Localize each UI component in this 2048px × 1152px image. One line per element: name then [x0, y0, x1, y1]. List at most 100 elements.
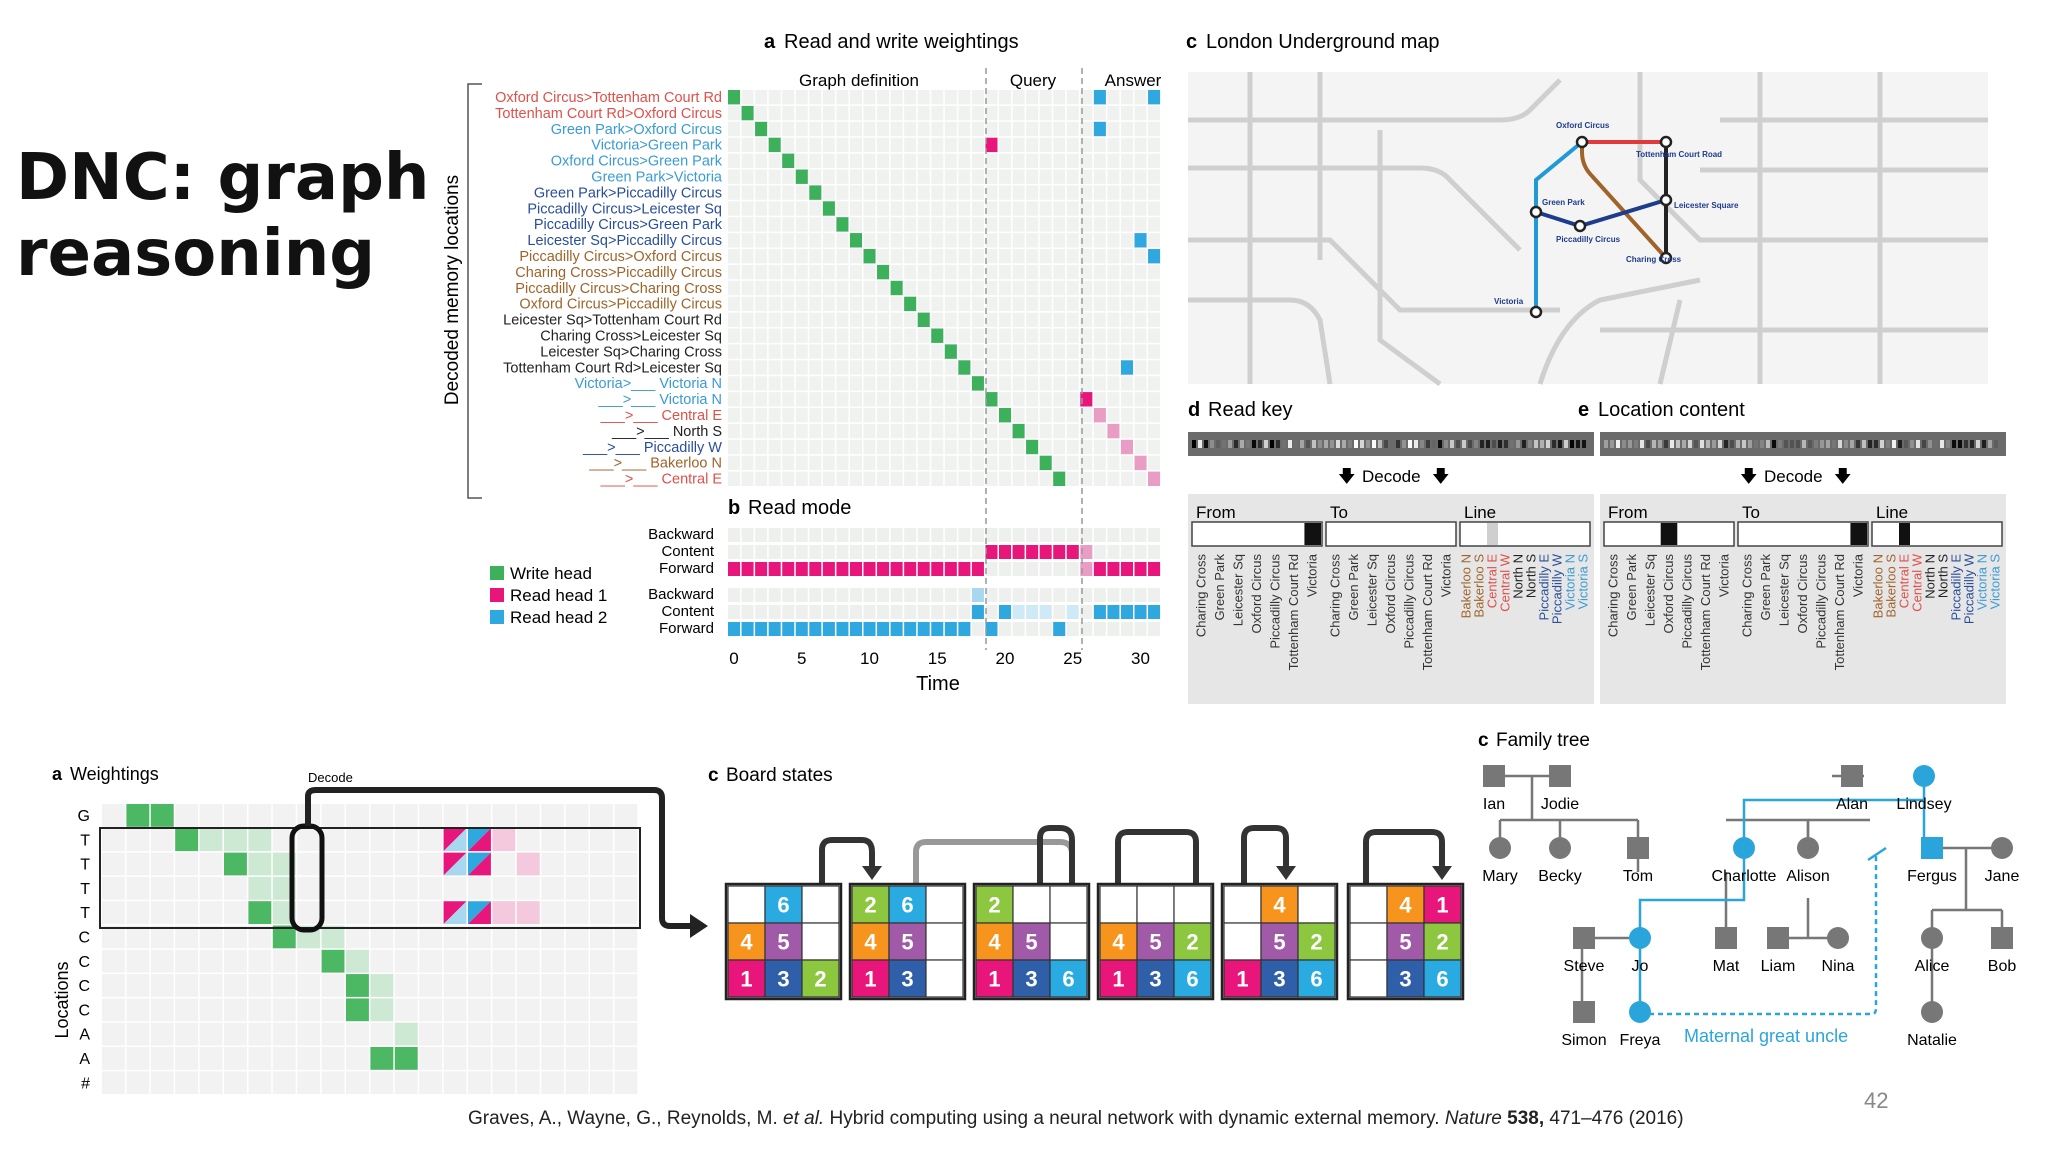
grid-cell: [890, 360, 903, 375]
grid-cell: [877, 185, 890, 200]
weight-cell: [272, 998, 296, 1022]
mode-label-backward-1: Backward: [648, 526, 714, 543]
row-label: Tottenham Court Rd>Leicester Sq: [503, 360, 722, 376]
decode-option-label: Charing Cross: [1327, 554, 1342, 638]
vector-cell: [1234, 440, 1238, 448]
person-node-female: [1549, 837, 1571, 859]
grid-cell: [863, 360, 876, 375]
vector-cell: [1216, 440, 1220, 448]
weight-cell: [272, 949, 296, 973]
grid-cell: [782, 344, 795, 359]
grid-cell: [728, 249, 741, 264]
weight-cell: [126, 998, 150, 1022]
vector-cell: [1970, 440, 1974, 448]
vector-cell: [1682, 440, 1686, 448]
board-tile: [925, 922, 964, 961]
grid-cell: [1066, 121, 1079, 137]
weight-cell: [565, 828, 589, 852]
grid-cell: [1012, 201, 1025, 216]
grid-cell: [877, 105, 890, 121]
read-mode-cell: [863, 528, 876, 542]
grid-cell: [768, 201, 781, 216]
board-tile-number: 2: [864, 893, 876, 918]
grid-cell: [1148, 312, 1161, 327]
row-label: Piccadilly Circus>Charing Cross: [515, 281, 722, 297]
write-head-cell: [890, 280, 903, 296]
read-mode-cell: [1080, 545, 1093, 559]
grid-cell: [755, 169, 768, 184]
grid-cell: [836, 105, 849, 121]
grid-cell: [795, 296, 808, 312]
grid-cell: [1039, 201, 1052, 216]
grid-cell: [1012, 185, 1025, 200]
location-letter: T: [80, 881, 90, 898]
weight-cell: [590, 1047, 613, 1070]
grid-cell: [1107, 408, 1120, 423]
write-head-cell: [1012, 423, 1025, 439]
grid-cell: [1120, 376, 1133, 391]
grid-cell: [755, 264, 768, 280]
weight-cell: [590, 828, 613, 852]
page-number: 42: [1864, 1088, 1889, 1113]
grid-cell: [863, 376, 876, 391]
read-mode-cell: [1148, 562, 1161, 576]
grid-cell: [768, 280, 781, 296]
grid-cell: [1080, 455, 1093, 471]
read-mode-cell: [1148, 528, 1161, 542]
read-mode-cell: [1120, 588, 1133, 602]
person-name: Alison: [1786, 868, 1830, 885]
grid-cell: [877, 392, 890, 407]
grid-cell: [985, 408, 998, 423]
weight-cell: [126, 828, 150, 852]
person-node-male: [1627, 837, 1649, 859]
read-mode-cell: [1134, 528, 1147, 542]
person-name: Tom: [1623, 868, 1653, 885]
board-tile: [925, 885, 964, 924]
grid-cell: [958, 217, 971, 232]
read-mode-cell: [795, 528, 808, 542]
weight-cell: [541, 828, 565, 852]
location-letter: #: [81, 1075, 90, 1092]
grid-cell: [1093, 280, 1106, 296]
grid-cell: [1012, 392, 1025, 407]
grid-cell: [958, 344, 971, 359]
grid-cell: [1134, 249, 1147, 264]
weight-cell: [590, 876, 613, 900]
weight-cell: [199, 804, 223, 827]
grid-cell: [1053, 249, 1066, 264]
weight-cell: [224, 1071, 247, 1095]
grid-cell: [944, 137, 957, 153]
read-head-2-cell: [1120, 360, 1133, 375]
read-split-cell: [443, 852, 467, 876]
station-tottenham-court-road: Tottenham Court Road: [1636, 150, 1722, 159]
read-mode-cell: [917, 528, 930, 542]
read-mode-cell: [1053, 605, 1066, 619]
grid-cell: [1093, 249, 1106, 264]
weight-light-cell: [346, 949, 369, 973]
weight-cell: [175, 852, 199, 876]
grid-cell: [1134, 360, 1147, 375]
locations-axis-label: Locations: [52, 961, 72, 1038]
grid-cell: [1066, 392, 1079, 407]
grid-cell: [1026, 185, 1039, 200]
read-mode-cell: [836, 605, 849, 619]
weight-cell: [370, 852, 394, 876]
read-split-cell: [443, 901, 467, 924]
grid-cell: [1053, 137, 1066, 153]
weight-strong-cell: [126, 804, 150, 827]
read-mode-cell: [999, 562, 1012, 576]
grid-cell: [1093, 137, 1106, 153]
weightings-grid: [102, 804, 638, 1095]
grid-cell: [822, 376, 835, 391]
grid-cell: [809, 471, 822, 486]
grid-cell: [877, 455, 890, 471]
read-mode-cell: [999, 605, 1012, 619]
grid-cell: [904, 153, 917, 168]
board-tile: [727, 885, 766, 924]
grid-cell: [863, 153, 876, 168]
weight-cell: [224, 804, 247, 827]
mode-label-forward-1: Forward: [659, 560, 714, 577]
grid-cell: [741, 471, 754, 486]
read-mode-cell: [809, 622, 822, 636]
grid-cell: [836, 392, 849, 407]
